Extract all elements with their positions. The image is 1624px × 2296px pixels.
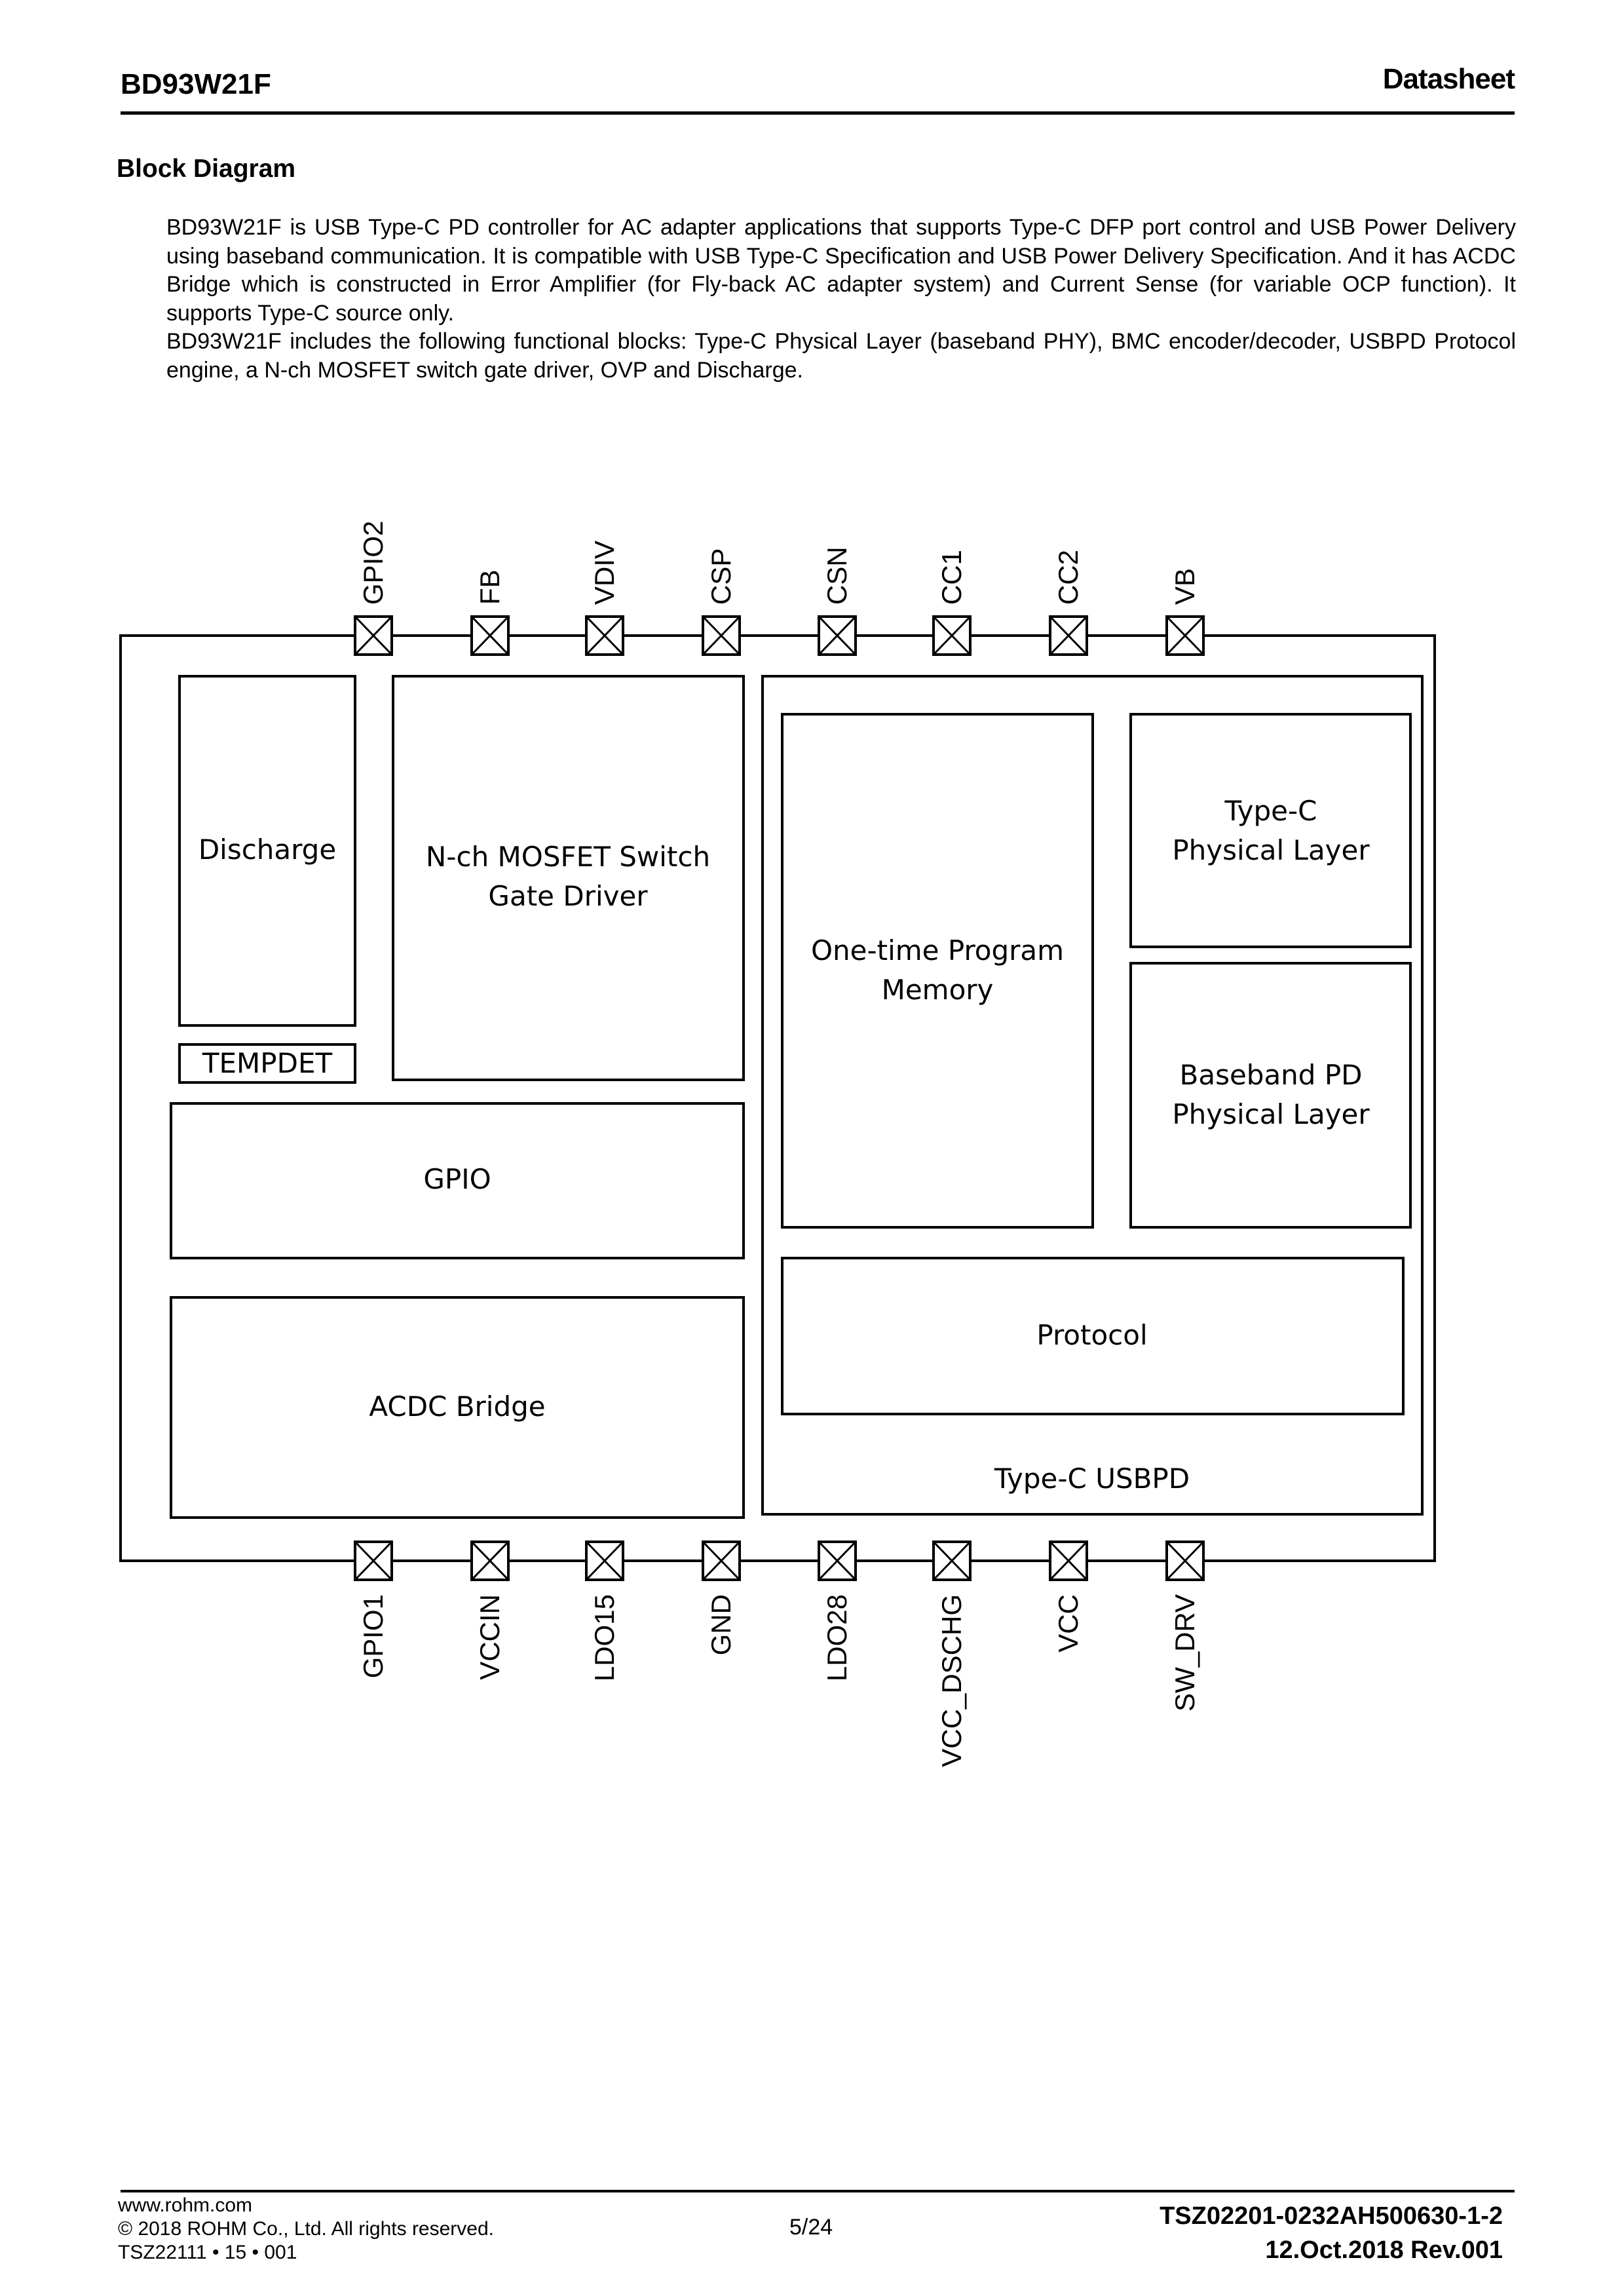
section-title: Block Diagram	[117, 155, 296, 183]
pin-cross-icon	[1165, 1540, 1205, 1581]
intro-text: BD93W21F is USB Type-C PD controller for…	[166, 214, 1516, 385]
pin-cross-icon	[1049, 615, 1088, 656]
usbpd-block	[761, 675, 1424, 1516]
chip-outline	[119, 634, 1436, 1562]
part-number: BD93W21F	[121, 68, 271, 100]
pin-cross-icon	[470, 1540, 510, 1581]
pin-label: LDO15	[589, 1594, 620, 1681]
otp-label: Memory	[882, 974, 994, 1006]
page-number: 5/24	[789, 2215, 833, 2240]
pin-cc2: CC2	[1049, 550, 1088, 656]
tempdet-label: TEMPDET	[202, 1047, 333, 1079]
pin-label: CC2	[1053, 550, 1084, 605]
pin-label: VCCIN	[474, 1594, 505, 1680]
pin-gpio1: GPIO1	[354, 1540, 393, 1678]
pin-vdiv: VDIV	[585, 541, 624, 656]
pin-label: VCC	[1053, 1594, 1084, 1653]
pin-cross-icon	[470, 615, 510, 656]
gate-driver-block	[392, 675, 745, 1081]
pin-vccin: VCCIN	[470, 1540, 510, 1680]
footer-rule	[121, 2190, 1515, 2192]
pin-vcc-dschg: VCC_DSCHG	[932, 1540, 972, 1767]
pin-cross-icon	[585, 615, 624, 656]
pin-fb: FB	[470, 569, 510, 656]
pin-label: CSP	[706, 548, 736, 605]
pin-cross-icon	[702, 1540, 741, 1581]
pin-label: GPIO1	[358, 1594, 388, 1678]
baseband-phy-label: Baseband PD	[1180, 1059, 1363, 1091]
baseband-phy-block	[1129, 962, 1412, 1229]
pin-cross-icon	[702, 615, 741, 656]
acdc-bridge-block	[170, 1296, 745, 1519]
pin-cross-icon	[1049, 1540, 1088, 1581]
pin-ldo28: LDO28	[818, 1540, 857, 1681]
typec-phy-label: Physical Layer	[1172, 834, 1370, 866]
typec-phy-label: Type-C	[1224, 795, 1317, 827]
otp-label: One-time Program	[811, 934, 1064, 966]
protocol-label: Protocol	[1036, 1319, 1147, 1351]
pin-label: SW_DRV	[1169, 1594, 1200, 1712]
discharge-block	[178, 675, 356, 1027]
pin-label: CSN	[821, 546, 852, 605]
pin-vcc: VCC	[1049, 1540, 1088, 1653]
gate-driver-label: Gate Driver	[488, 880, 648, 912]
protocol-block	[781, 1257, 1405, 1415]
pin-label: CC1	[936, 550, 967, 605]
intro-paragraph: BD93W21F includes the following function…	[166, 329, 1516, 383]
pin-label: VB	[1169, 568, 1200, 605]
pin-cross-icon	[585, 1540, 624, 1581]
baseband-phy-label: Physical Layer	[1172, 1098, 1370, 1130]
pin-label: FB	[474, 569, 505, 605]
gate-driver-label: N-ch MOSFET Switch	[426, 841, 710, 873]
pin-label: LDO28	[821, 1594, 852, 1681]
usbpd-label: Type-C USBPD	[994, 1463, 1190, 1495]
gpio-label: GPIO	[423, 1163, 491, 1195]
website-link[interactable]: www.rohm.com	[118, 2194, 253, 2216]
pin-csn: CSN	[818, 546, 857, 656]
pin-cross-icon	[1165, 615, 1205, 656]
pin-label: GND	[706, 1594, 736, 1655]
pin-ldo15: LDO15	[585, 1540, 624, 1681]
pin-cross-icon	[354, 1540, 393, 1581]
footer-right: TSZ02201-0232AH500630-1-2 12.Oct.2018 Re…	[1160, 2199, 1503, 2267]
form-code: TSZ22111 • 15 • 001	[118, 2242, 297, 2263]
pin-vb: VB	[1165, 568, 1205, 656]
acdc-bridge-label: ACDC Bridge	[369, 1390, 545, 1423]
otp-block	[781, 713, 1094, 1229]
pin-cross-icon	[932, 1540, 972, 1581]
pin-csp: CSP	[702, 548, 741, 656]
typec-phy-block	[1129, 713, 1412, 948]
pin-cross-icon	[354, 615, 393, 656]
doc-type: Datasheet	[1382, 63, 1515, 95]
copyright: © 2018 ROHM Co., Ltd. All rights reserve…	[118, 2218, 494, 2240]
intro-paragraph: BD93W21F is USB Type-C PD controller for…	[166, 215, 1516, 326]
footer-left: www.rohm.com © 2018 ROHM Co., Ltd. All r…	[118, 2194, 494, 2265]
pin-cc1: CC1	[932, 550, 972, 656]
pin-cross-icon	[818, 615, 857, 656]
discharge-label: Discharge	[198, 833, 336, 866]
pin-gpio2: GPIO2	[354, 521, 393, 656]
pin-label: GPIO2	[358, 521, 388, 605]
bottom-pin-row: GPIO1 VCCIN LDO15 GND LDO28 VCC_DSCHG VCC SW_DR…	[354, 1540, 1205, 1767]
pin-cross-icon	[932, 615, 972, 656]
pin-cross-icon	[818, 1540, 857, 1581]
tempdet-block	[178, 1043, 356, 1084]
revision: 12.Oct.2018 Rev.001	[1265, 2236, 1503, 2264]
pin-label: VCC_DSCHG	[936, 1594, 967, 1767]
pin-gnd: GND	[702, 1540, 741, 1655]
header-rule	[121, 111, 1515, 115]
pin-sw-drv: SW_DRV	[1165, 1540, 1205, 1712]
pin-label: VDIV	[589, 541, 620, 605]
doc-number: TSZ02201-0232AH500630-1-2	[1160, 2202, 1503, 2230]
gpio-block	[170, 1102, 745, 1259]
